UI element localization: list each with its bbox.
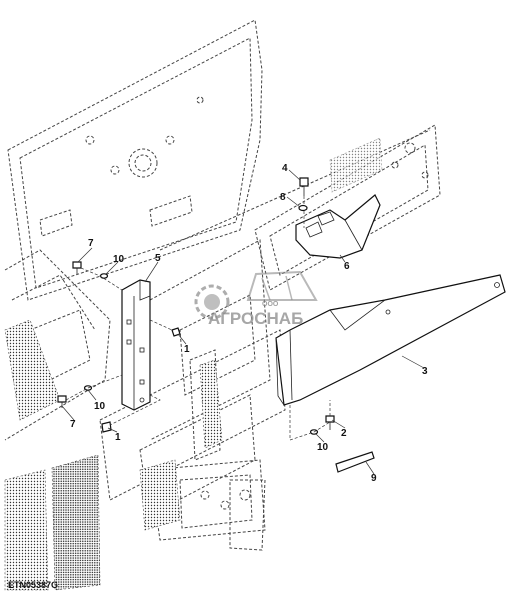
- callout-10-upper: 10: [113, 254, 125, 265]
- watermark-logo: ООО АГРОСНАБ: [194, 270, 318, 328]
- part-9-bar: [335, 451, 375, 473]
- watermark-company-name: АГРОСНАБ: [208, 309, 303, 328]
- part-6-bracket: [295, 194, 381, 259]
- callout-7-upper: 7: [88, 238, 94, 249]
- callout-2: 2: [341, 428, 347, 439]
- callout-leaders: [61, 169, 425, 475]
- assembly-lines: [65, 196, 331, 441]
- watermark-company-prefix: ООО: [262, 301, 279, 308]
- part-3-shield: [275, 274, 506, 406]
- callout-9: 9: [371, 473, 377, 484]
- callout-8: 8: [280, 192, 286, 203]
- callout-1-upper: 1: [184, 344, 190, 355]
- grille-panels: [4, 137, 383, 591]
- callout-4: 4: [282, 163, 288, 174]
- callout-10-lower: 10: [317, 442, 329, 453]
- callout-1-lower: 1: [115, 432, 121, 443]
- callout-3: 3: [422, 366, 428, 377]
- callout-labels: 4 8 7 10 5 6 1 10 7 1 3 2 10 9: [70, 163, 428, 484]
- callout-5: 5: [155, 253, 161, 264]
- callout-6: 6: [344, 261, 350, 272]
- callout-10-left: 10: [94, 401, 106, 412]
- callout-7-lower: 7: [70, 419, 76, 430]
- part-5-channel: [121, 279, 151, 411]
- figure-id: ETN05387G: [8, 580, 58, 590]
